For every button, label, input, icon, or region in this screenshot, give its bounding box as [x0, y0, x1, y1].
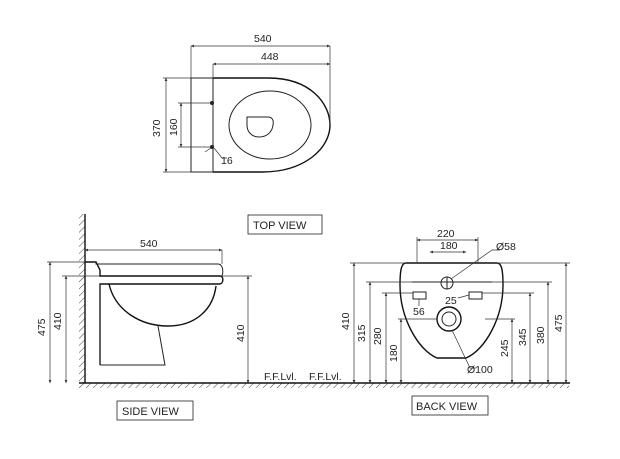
back-view: 220 180 Ø58 410 315 280 180 56 25 Ø100 2…: [309, 228, 570, 384]
wall: [79, 214, 85, 382]
top-view-back-slab: [190, 77, 214, 173]
dim-back-410: 410: [340, 312, 352, 330]
top-view: 540 448 370 160 16: [151, 33, 331, 173]
back-view-outline: [399, 262, 504, 359]
dim-back-180: 180: [440, 240, 458, 252]
dim-side-410-right: 410: [235, 324, 247, 342]
top-view-bowl: [228, 90, 312, 160]
top-view-outlet: [246, 116, 274, 138]
floor: [79, 383, 569, 388]
back-ffl-label: F.F.Lvl.: [309, 371, 342, 383]
back-view-outlet: [436, 306, 462, 332]
dim-top-16: 16: [221, 155, 233, 167]
dim-side-540: 540: [140, 238, 158, 250]
dim-back-315: 315: [356, 324, 368, 342]
dim-back-58: Ø58: [496, 241, 516, 253]
dim-back-180-v: 180: [388, 344, 400, 362]
dim-back-280: 280: [372, 327, 384, 345]
dim-back-56: 56: [413, 306, 425, 318]
dim-top-160: 160: [168, 118, 180, 136]
back-view-label-box: [411, 395, 489, 416]
side-view-label: SIDE VIEW: [122, 406, 179, 418]
side-ffl-label: F.F.Lvl.: [264, 371, 297, 383]
dim-back-220: 220: [437, 228, 455, 240]
dim-top-540: 540: [254, 33, 272, 45]
dim-back-345: 345: [517, 328, 529, 346]
top-view-seat-outline: [213, 77, 331, 173]
side-view-label-box: [116, 400, 194, 421]
back-view-label: BACK VIEW: [416, 401, 478, 413]
dim-back-25: 25: [445, 295, 457, 307]
dim-back-475: 475: [553, 314, 565, 332]
dim-back-100: Ø100: [467, 364, 493, 376]
back-view-bolt-left: [412, 291, 427, 300]
back-view-bolt-right: [468, 291, 483, 300]
top-view-label-box: [247, 214, 323, 235]
dim-side-410-left: 410: [52, 312, 64, 330]
side-view: 540 475 410 410 F.F.Lvl.: [36, 214, 570, 388]
side-view-bowl: [108, 283, 217, 327]
fixing-hole-upper: [210, 101, 214, 105]
dim-back-380: 380: [535, 326, 547, 344]
dim-top-370: 370: [151, 119, 163, 137]
dim-back-245: 245: [499, 339, 511, 357]
top-view-label: TOP VIEW: [253, 220, 307, 232]
dim-top-448: 448: [261, 51, 279, 63]
side-view-wc-body: [85, 261, 224, 365]
dim-side-475: 475: [36, 318, 48, 336]
